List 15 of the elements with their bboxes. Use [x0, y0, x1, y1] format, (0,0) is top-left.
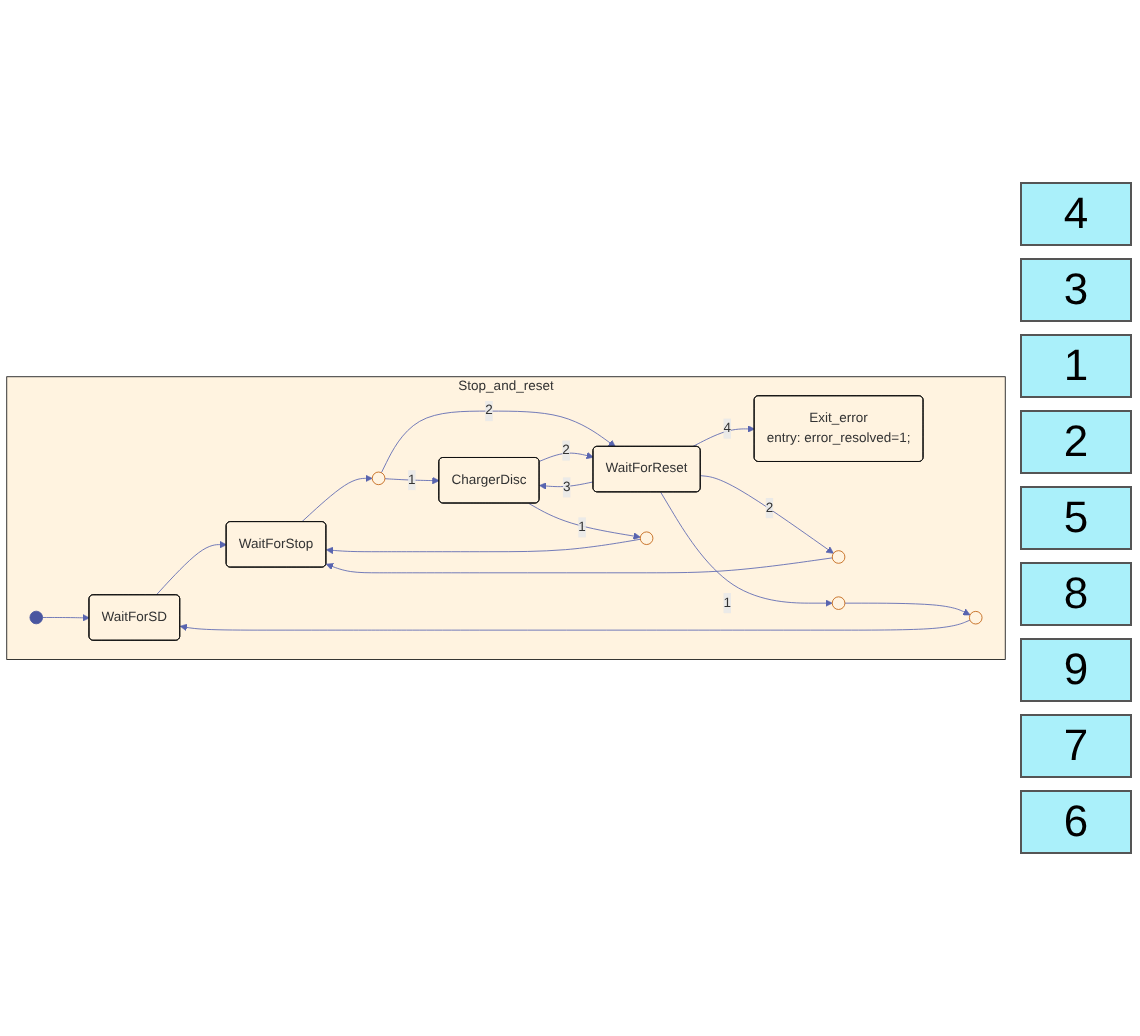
- node-circle: [371, 471, 386, 485]
- number-tag: 2: [1020, 410, 1132, 474]
- number-tag: 7: [1020, 714, 1132, 778]
- number-tag: 9: [1020, 638, 1132, 702]
- number-tag: 1: [1020, 334, 1132, 398]
- node-circle: [969, 610, 983, 625]
- node-circle: [29, 610, 43, 625]
- number-tag: 6: [1020, 790, 1132, 854]
- number-tag: 4: [1020, 182, 1132, 246]
- number-tag: 8: [1020, 562, 1132, 626]
- node-circle: [831, 550, 846, 564]
- node-circle: [639, 531, 654, 545]
- number-tag: 3: [1020, 258, 1132, 322]
- number-tag: 5: [1020, 486, 1132, 550]
- node-circle: [831, 596, 846, 610]
